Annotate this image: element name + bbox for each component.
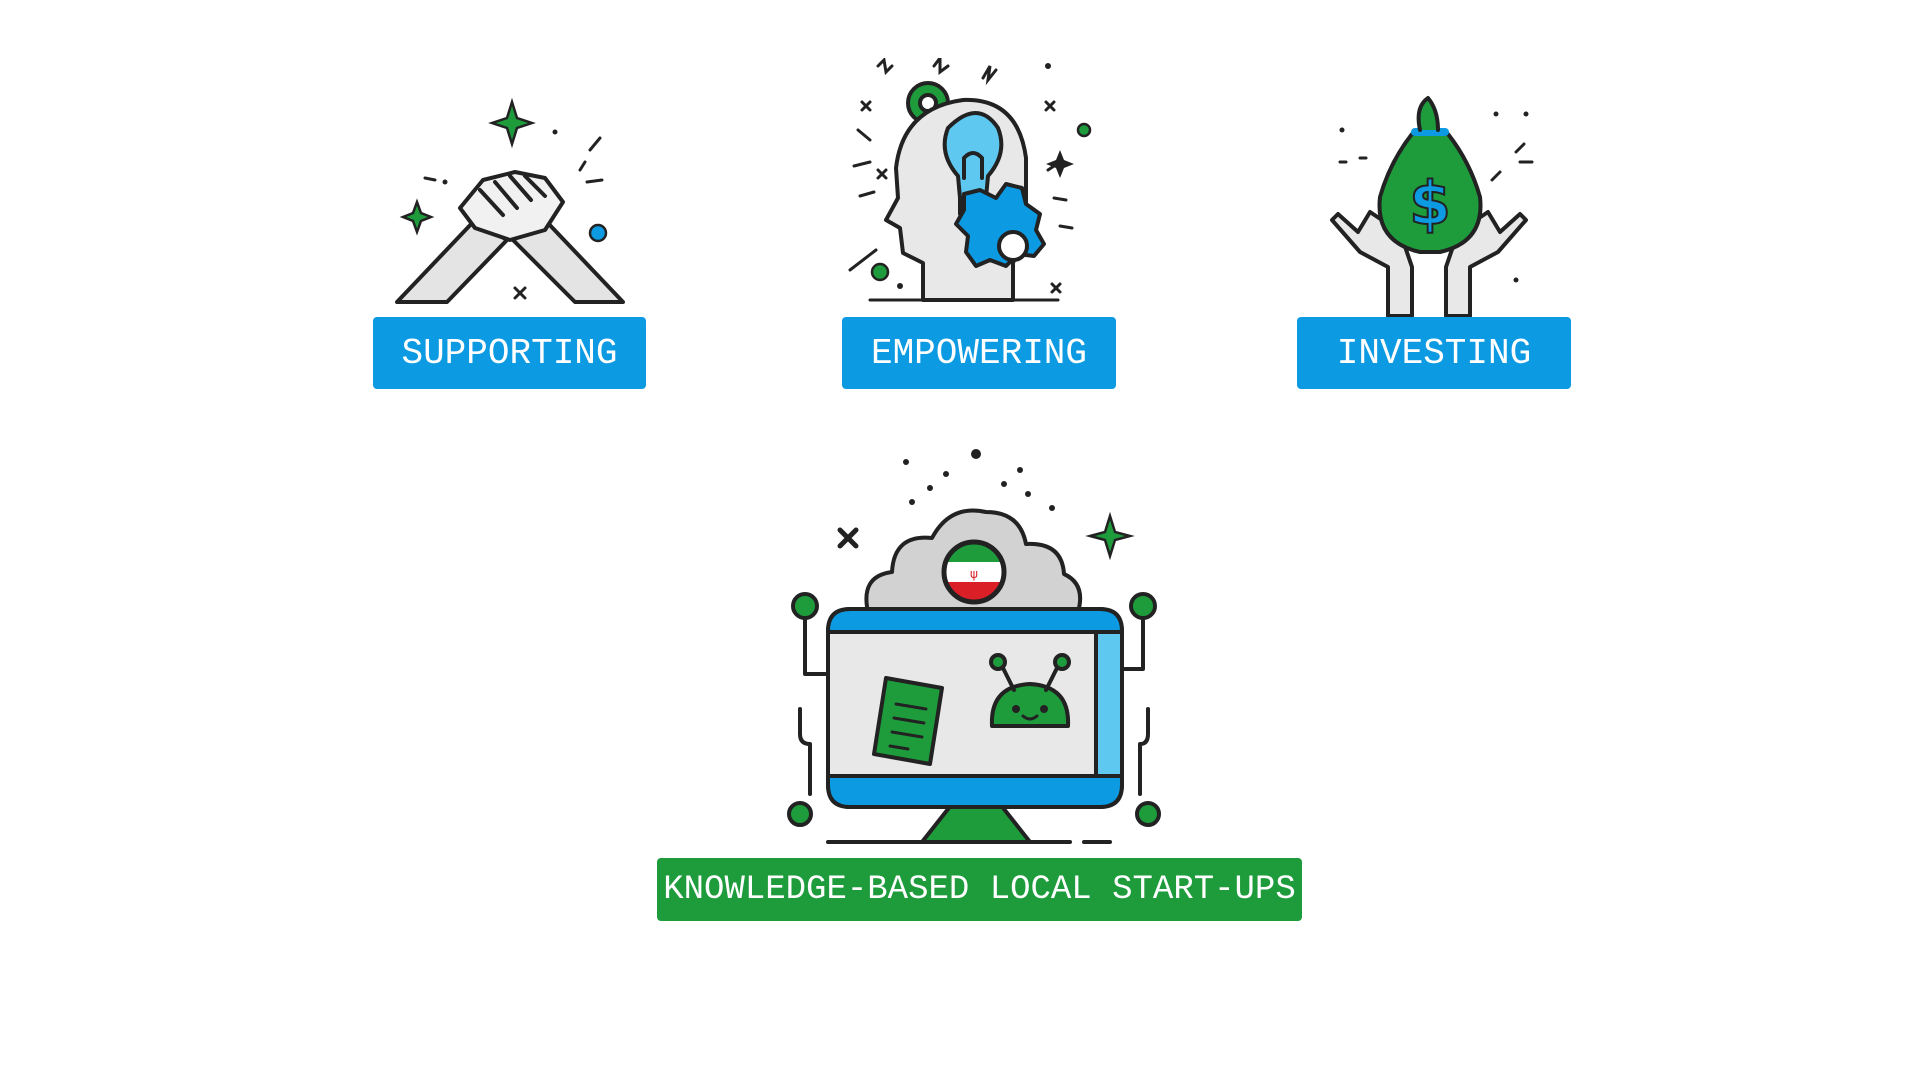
computer-robot-icon: ψ bbox=[787, 449, 1161, 844]
svg-text:ψ: ψ bbox=[970, 567, 978, 581]
money-bag-icon: $ bbox=[1330, 96, 1534, 317]
startups-label: KNOWLEDGE-BASED LOCAL START-UPS bbox=[657, 858, 1302, 921]
empowering-label: EMPOWERING bbox=[842, 317, 1116, 389]
svg-text:$: $ bbox=[1409, 169, 1451, 239]
handshake-icon bbox=[395, 97, 625, 304]
investing-label: INVESTING bbox=[1297, 317, 1571, 389]
head-lightbulb-icon bbox=[848, 58, 1092, 302]
supporting-label: SUPPORTING bbox=[373, 317, 646, 389]
